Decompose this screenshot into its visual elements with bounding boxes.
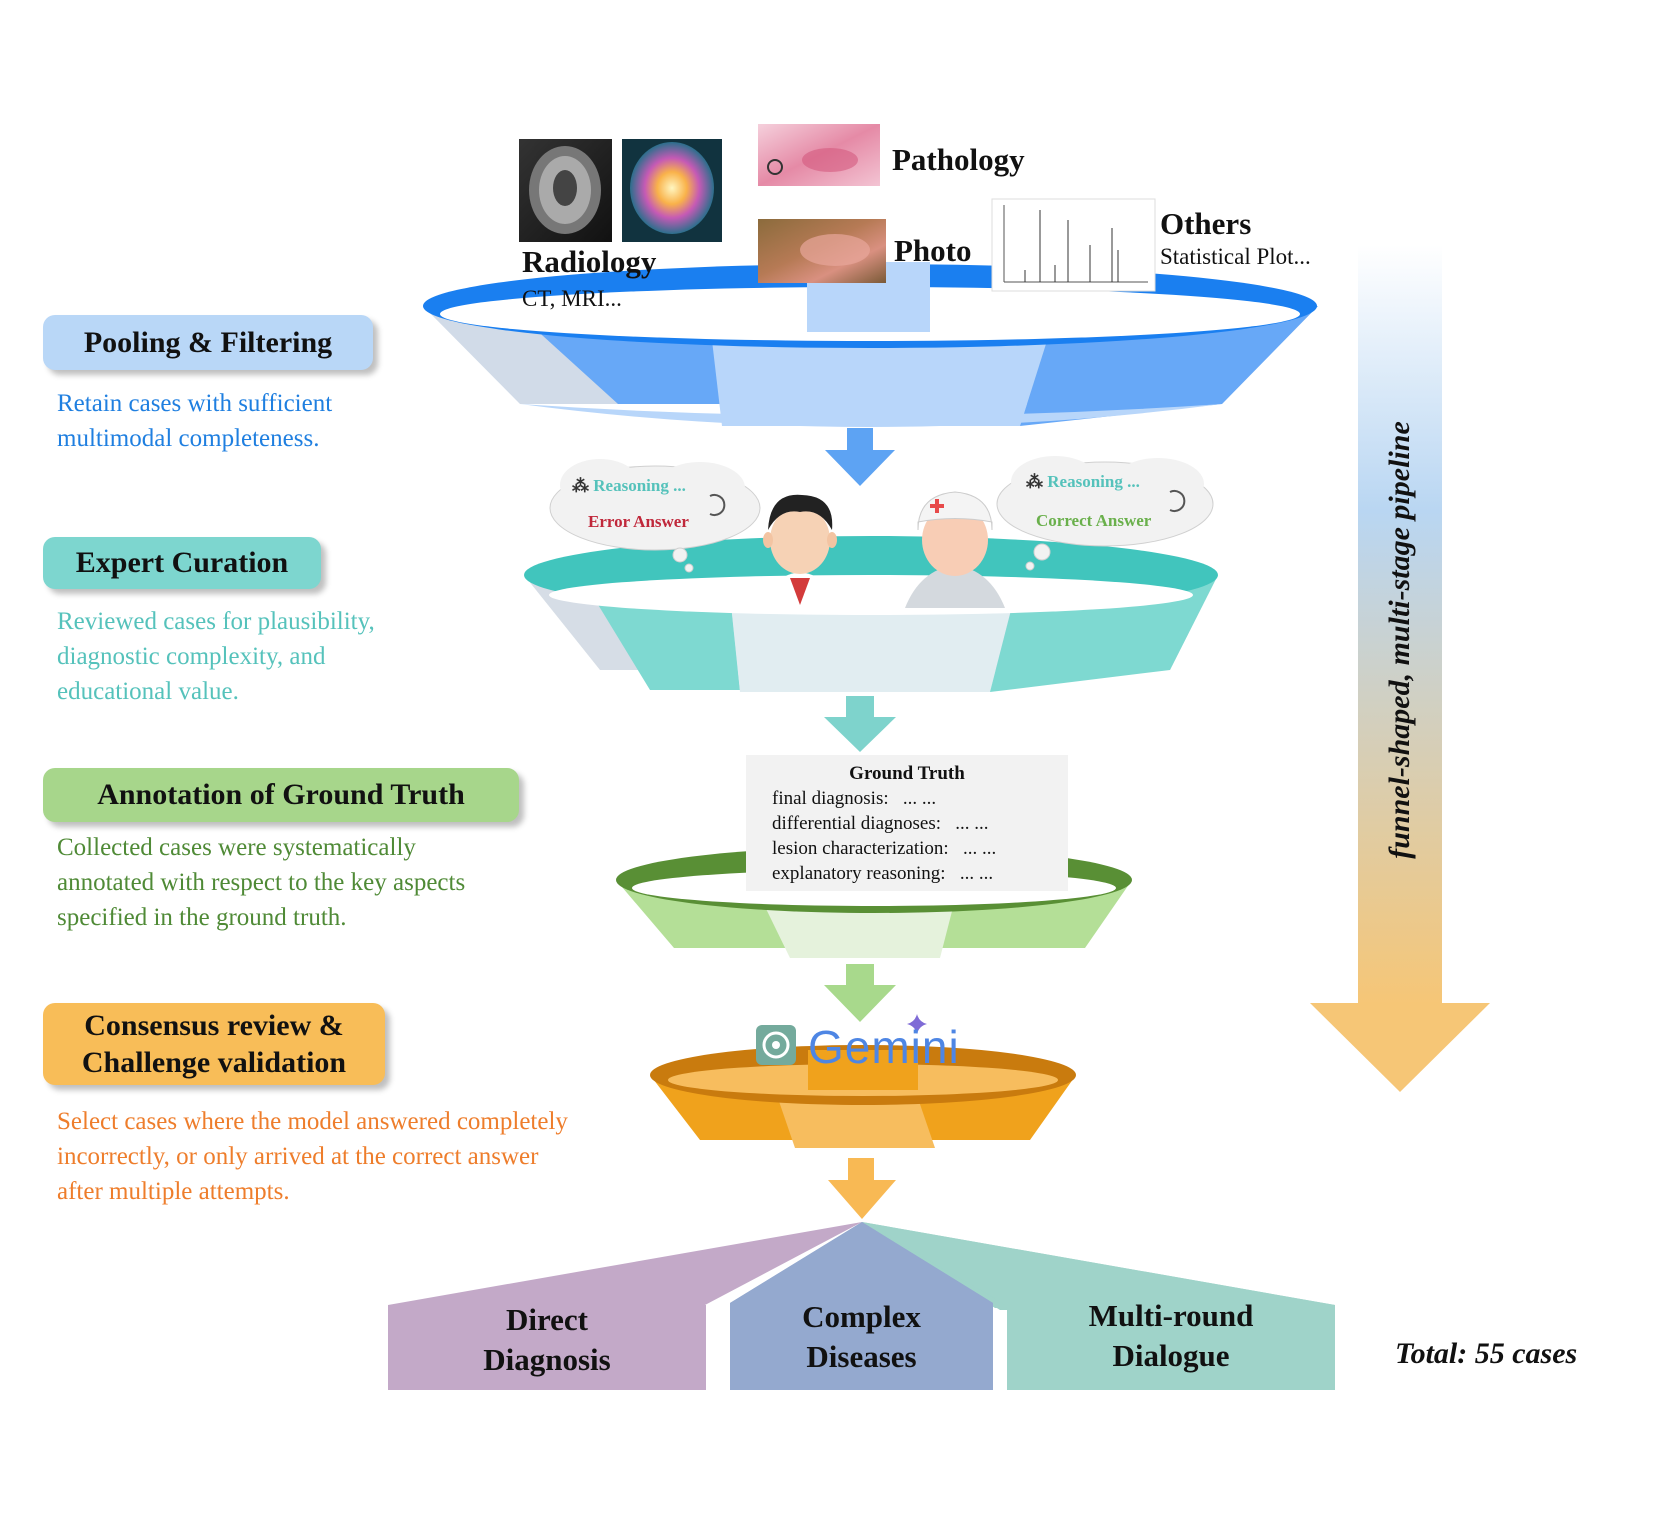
stage-3-description-line: Collected cases were systematically — [57, 834, 416, 861]
radiology-sublabel: CT, MRI... — [522, 286, 622, 311]
right-reasoning-text: ⁂ Reasoning ... — [1026, 472, 1140, 491]
error-answer-text: Error Answer — [588, 512, 689, 531]
flow-arrow-4 — [828, 1158, 896, 1219]
output-branches — [388, 1222, 1335, 1390]
others-label: Others — [1160, 206, 1252, 241]
funnel-stage-4 — [650, 1045, 1076, 1148]
student-avatar — [763, 494, 837, 605]
gemini-sparkle-icon — [907, 1014, 927, 1034]
pipeline-side-arrow — [1310, 245, 1490, 1092]
stage-4-title-line: Challenge validation — [81, 1046, 347, 1079]
stage-4-description-line: Select cases where the model answered co… — [57, 1108, 568, 1135]
total-cases-label: Total: 55 cases — [1395, 1337, 1578, 1370]
loading-spinner-icon: ⁂ — [572, 476, 594, 495]
radiology-images — [519, 139, 722, 242]
pathology-label: Pathology — [892, 142, 1025, 177]
gemini-logo-text: Gemini — [808, 1021, 960, 1073]
stage-2-title: Expert Curation — [43, 537, 321, 589]
ground-truth-row: differential diagnoses: ... ... — [772, 813, 989, 834]
stage-2-description-line: educational value. — [57, 678, 239, 705]
stage-1-title: Pooling & Filtering — [43, 315, 373, 370]
loading-spinner-icon: ⁂ — [1026, 472, 1048, 491]
ground-truth-title: Ground Truth — [849, 763, 965, 784]
radiology-label: Radiology — [522, 244, 657, 279]
stage-4-description: Select cases where the model answered co… — [57, 1104, 568, 1209]
doctor-avatar — [905, 491, 1005, 608]
stage-4-description-line: incorrectly, or only arrived at the corr… — [57, 1143, 539, 1170]
stage-1-description-line: Retain cases with sufficient — [57, 390, 333, 417]
ground-truth-card: Ground Truth final diagnosis: ... ... di… — [746, 755, 1068, 891]
chatgpt-logo-icon — [756, 1025, 796, 1065]
funnel-stage-2 — [524, 536, 1218, 692]
photo-label: Photo — [894, 233, 972, 268]
stage-2-description: Reviewed cases for plausibility, diagnos… — [57, 604, 375, 709]
statistical-plot-image — [991, 198, 1156, 292]
stage-4-title: Consensus review & Challenge validation — [43, 1003, 385, 1085]
stage-1-description-line: multimodal completeness. — [57, 425, 320, 452]
stage-3-title: Annotation of Ground Truth — [43, 768, 519, 822]
pathology-image — [758, 124, 880, 186]
stage-1-description: Retain cases with sufficient multimodal … — [57, 386, 332, 456]
correct-answer-text: Correct Answer — [1036, 511, 1152, 530]
stage-4-description-line: after multiple attempts. — [57, 1178, 290, 1205]
flow-arrow-2 — [824, 696, 896, 752]
ground-truth-row: explanatory reasoning: ... ... — [772, 863, 994, 884]
ground-truth-row: lesion characterization: ... ... — [772, 838, 997, 859]
others-sublabel: Statistical Plot... — [1160, 244, 1311, 269]
right-thought-bubble — [996, 456, 1214, 571]
left-thought-bubble — [549, 459, 761, 573]
ground-truth-row: final diagnosis: ... ... — [772, 788, 937, 809]
stage-3-description-line: specified in the ground truth. — [57, 904, 347, 931]
stage-3-description: Collected cases were systematically anno… — [57, 830, 465, 935]
stage-2-description-line: Reviewed cases for plausibility, — [57, 608, 375, 635]
photo-image — [758, 219, 886, 283]
stage-2-description-line: diagnostic complexity, and — [57, 643, 326, 670]
flow-arrow-1 — [825, 428, 895, 486]
flow-arrow-3 — [824, 964, 896, 1022]
stage-3-description-line: annotated with respect to the key aspect… — [57, 869, 466, 896]
stage-4-title-line: Consensus review & — [84, 1008, 344, 1042]
pipeline-side-label: funnel-shaped, multi-stage pipeline — [1383, 421, 1416, 859]
left-reasoning-text: ⁂ Reasoning ... — [572, 476, 686, 495]
